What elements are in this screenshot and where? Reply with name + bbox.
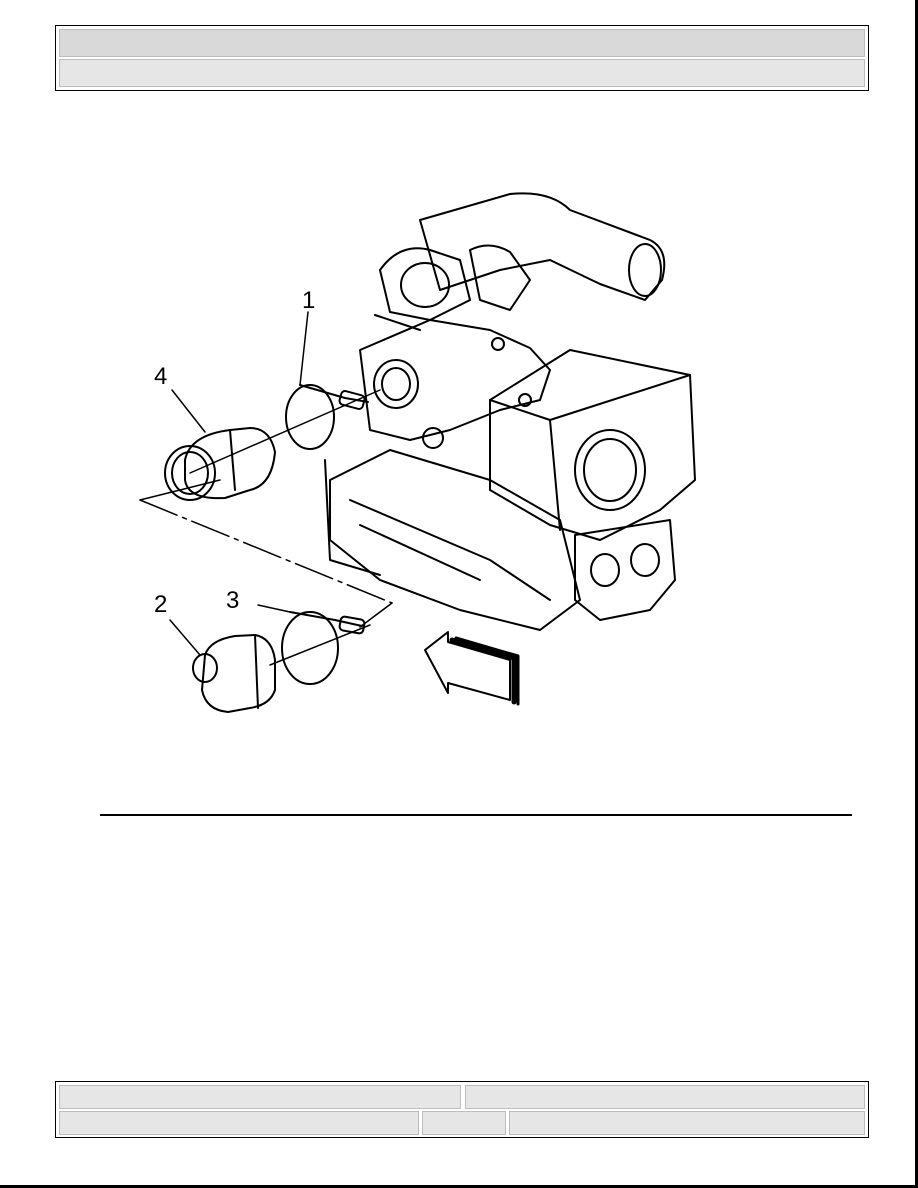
intake-pipe-outlet	[628, 243, 662, 297]
clamp-lower	[281, 611, 339, 685]
footer-left-top	[59, 1085, 461, 1109]
footer-right-top	[465, 1085, 865, 1109]
lower-manifold	[329, 449, 581, 631]
callout-1: 1	[302, 287, 315, 314]
right-port	[574, 429, 646, 511]
upper-housing	[359, 319, 551, 441]
footer-left-bottom	[59, 1111, 419, 1135]
engine-illustration: 1 2 3 4	[139, 192, 696, 713]
section-divider	[100, 814, 852, 816]
exhaust-flange	[574, 519, 676, 621]
footer-middle-bottom	[422, 1111, 506, 1135]
clamp-upper	[285, 384, 335, 450]
view-direction-arrow	[424, 631, 511, 701]
page-header	[55, 25, 869, 91]
callout-2: 2	[154, 591, 167, 618]
intake-pipe	[419, 192, 666, 301]
header-subtitle	[59, 59, 865, 87]
callout-4: 4	[154, 363, 167, 390]
hose-lower	[201, 634, 276, 713]
header-title	[59, 29, 865, 57]
page-footer	[55, 1081, 869, 1138]
engine-diagram: 1 2 3 4	[130, 180, 720, 720]
main-housing	[489, 349, 696, 541]
throttle-opening	[373, 359, 419, 409]
callout-3: 3	[226, 587, 239, 614]
footer-right-bottom	[509, 1111, 865, 1135]
